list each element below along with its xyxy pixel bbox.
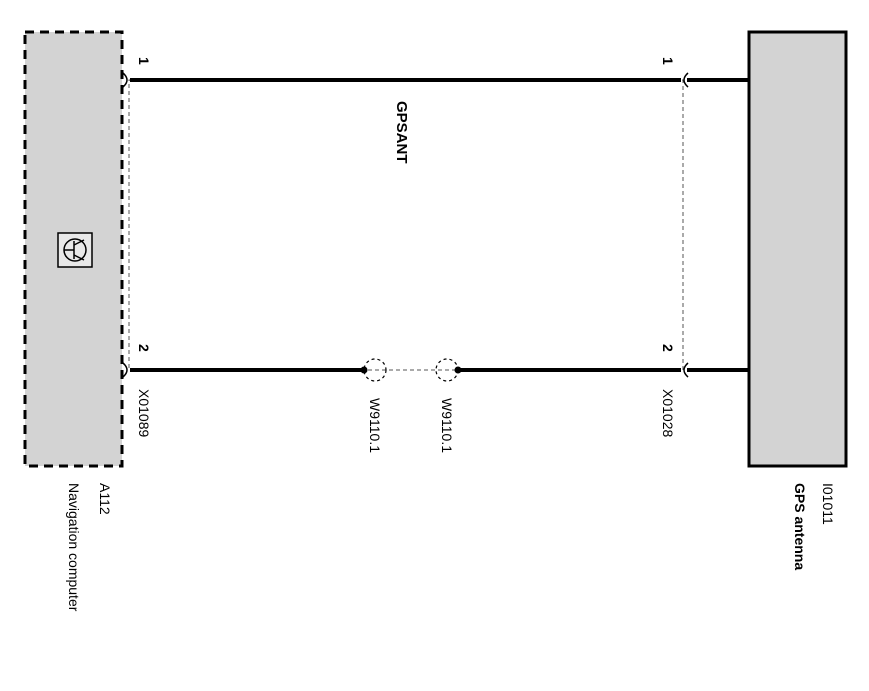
connector-terminals xyxy=(122,72,689,378)
nav-pin-1-label: 1 xyxy=(136,57,152,65)
nav-pin-2-label: 2 xyxy=(136,344,152,352)
nav-computer-name-label: Navigation computer xyxy=(66,483,82,612)
antenna-pin-2-label: 2 xyxy=(660,344,676,352)
gps-antenna-box xyxy=(747,30,848,468)
connector-x01089-label: X01089 xyxy=(136,389,152,437)
splice-right-label: W9110.1 xyxy=(439,398,455,453)
splice-left-dot xyxy=(360,366,368,374)
signal-name-label: GPSANT xyxy=(393,101,410,164)
nav-computer-id-label: A112 xyxy=(97,483,113,515)
gps-antenna-name-label: GPS antenna xyxy=(792,483,808,570)
connector-x01028-label: X01028 xyxy=(660,389,676,437)
splice-left-label: W9110.1 xyxy=(367,398,383,453)
antenna-pin-1-label: 1 xyxy=(660,57,676,65)
antenna-symbol-icon xyxy=(57,232,93,268)
gps-antenna-id-label: I01011 xyxy=(820,483,836,525)
splice-left-ring xyxy=(363,358,387,382)
